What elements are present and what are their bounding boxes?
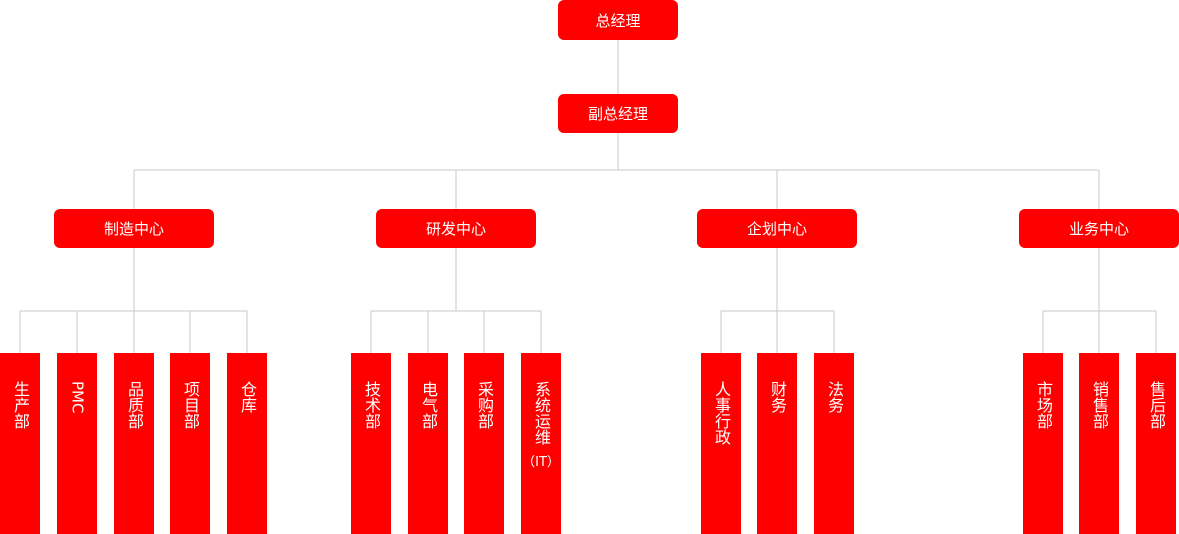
center-business: 业务中心 [1019,209,1179,248]
center-rnd: 研发中心 [376,209,536,248]
general-manager-box: 总经理 [558,0,678,40]
dept-production: 生产部 [0,353,40,534]
dept-warehouse: 仓库 [227,353,267,534]
dept-label: 生产部 [11,381,30,429]
dept-label: 售后部 [1147,381,1166,429]
center-planning: 企划中心 [697,209,857,248]
dept-label: 品质部 [125,381,144,429]
dept-marketing: 市场部 [1023,353,1063,534]
dept-quality: 品质部 [114,353,154,534]
dept-after-sales: 售后部 [1136,353,1176,534]
dept-sublabel: （IT） [522,455,560,470]
dept-finance: 财务 [757,353,797,534]
dept-pmc: PMC [57,353,97,534]
dept-label: 项目部 [181,381,200,429]
dept-label: 电气部 [419,381,438,429]
dept-purchasing: 采购部 [464,353,504,534]
deputy-general-manager-box: 副总经理 [558,94,678,133]
dept-label: 技术部 [362,381,381,429]
dept-label: 法务 [825,381,844,413]
dept-label: 财务 [768,381,787,413]
dept-label: 采购部 [475,381,494,429]
dept-sales: 销售部 [1079,353,1119,534]
dept-label: 系统运维 [532,381,551,445]
dept-label: 仓库 [238,381,257,413]
dept-legal: 法务 [814,353,854,534]
dept-it-ops: 系统运维 （IT） [521,353,561,534]
center-manufacturing: 制造中心 [54,209,214,248]
dept-project: 项目部 [170,353,210,534]
dept-label: 销售部 [1090,381,1109,429]
dept-hr-admin: 人事行政 [701,353,741,534]
dept-label: 人事行政 [712,381,731,445]
dept-label: PMC [68,381,87,414]
dept-label: 市场部 [1034,381,1053,429]
dept-electrical: 电气部 [408,353,448,534]
dept-technology: 技术部 [351,353,391,534]
